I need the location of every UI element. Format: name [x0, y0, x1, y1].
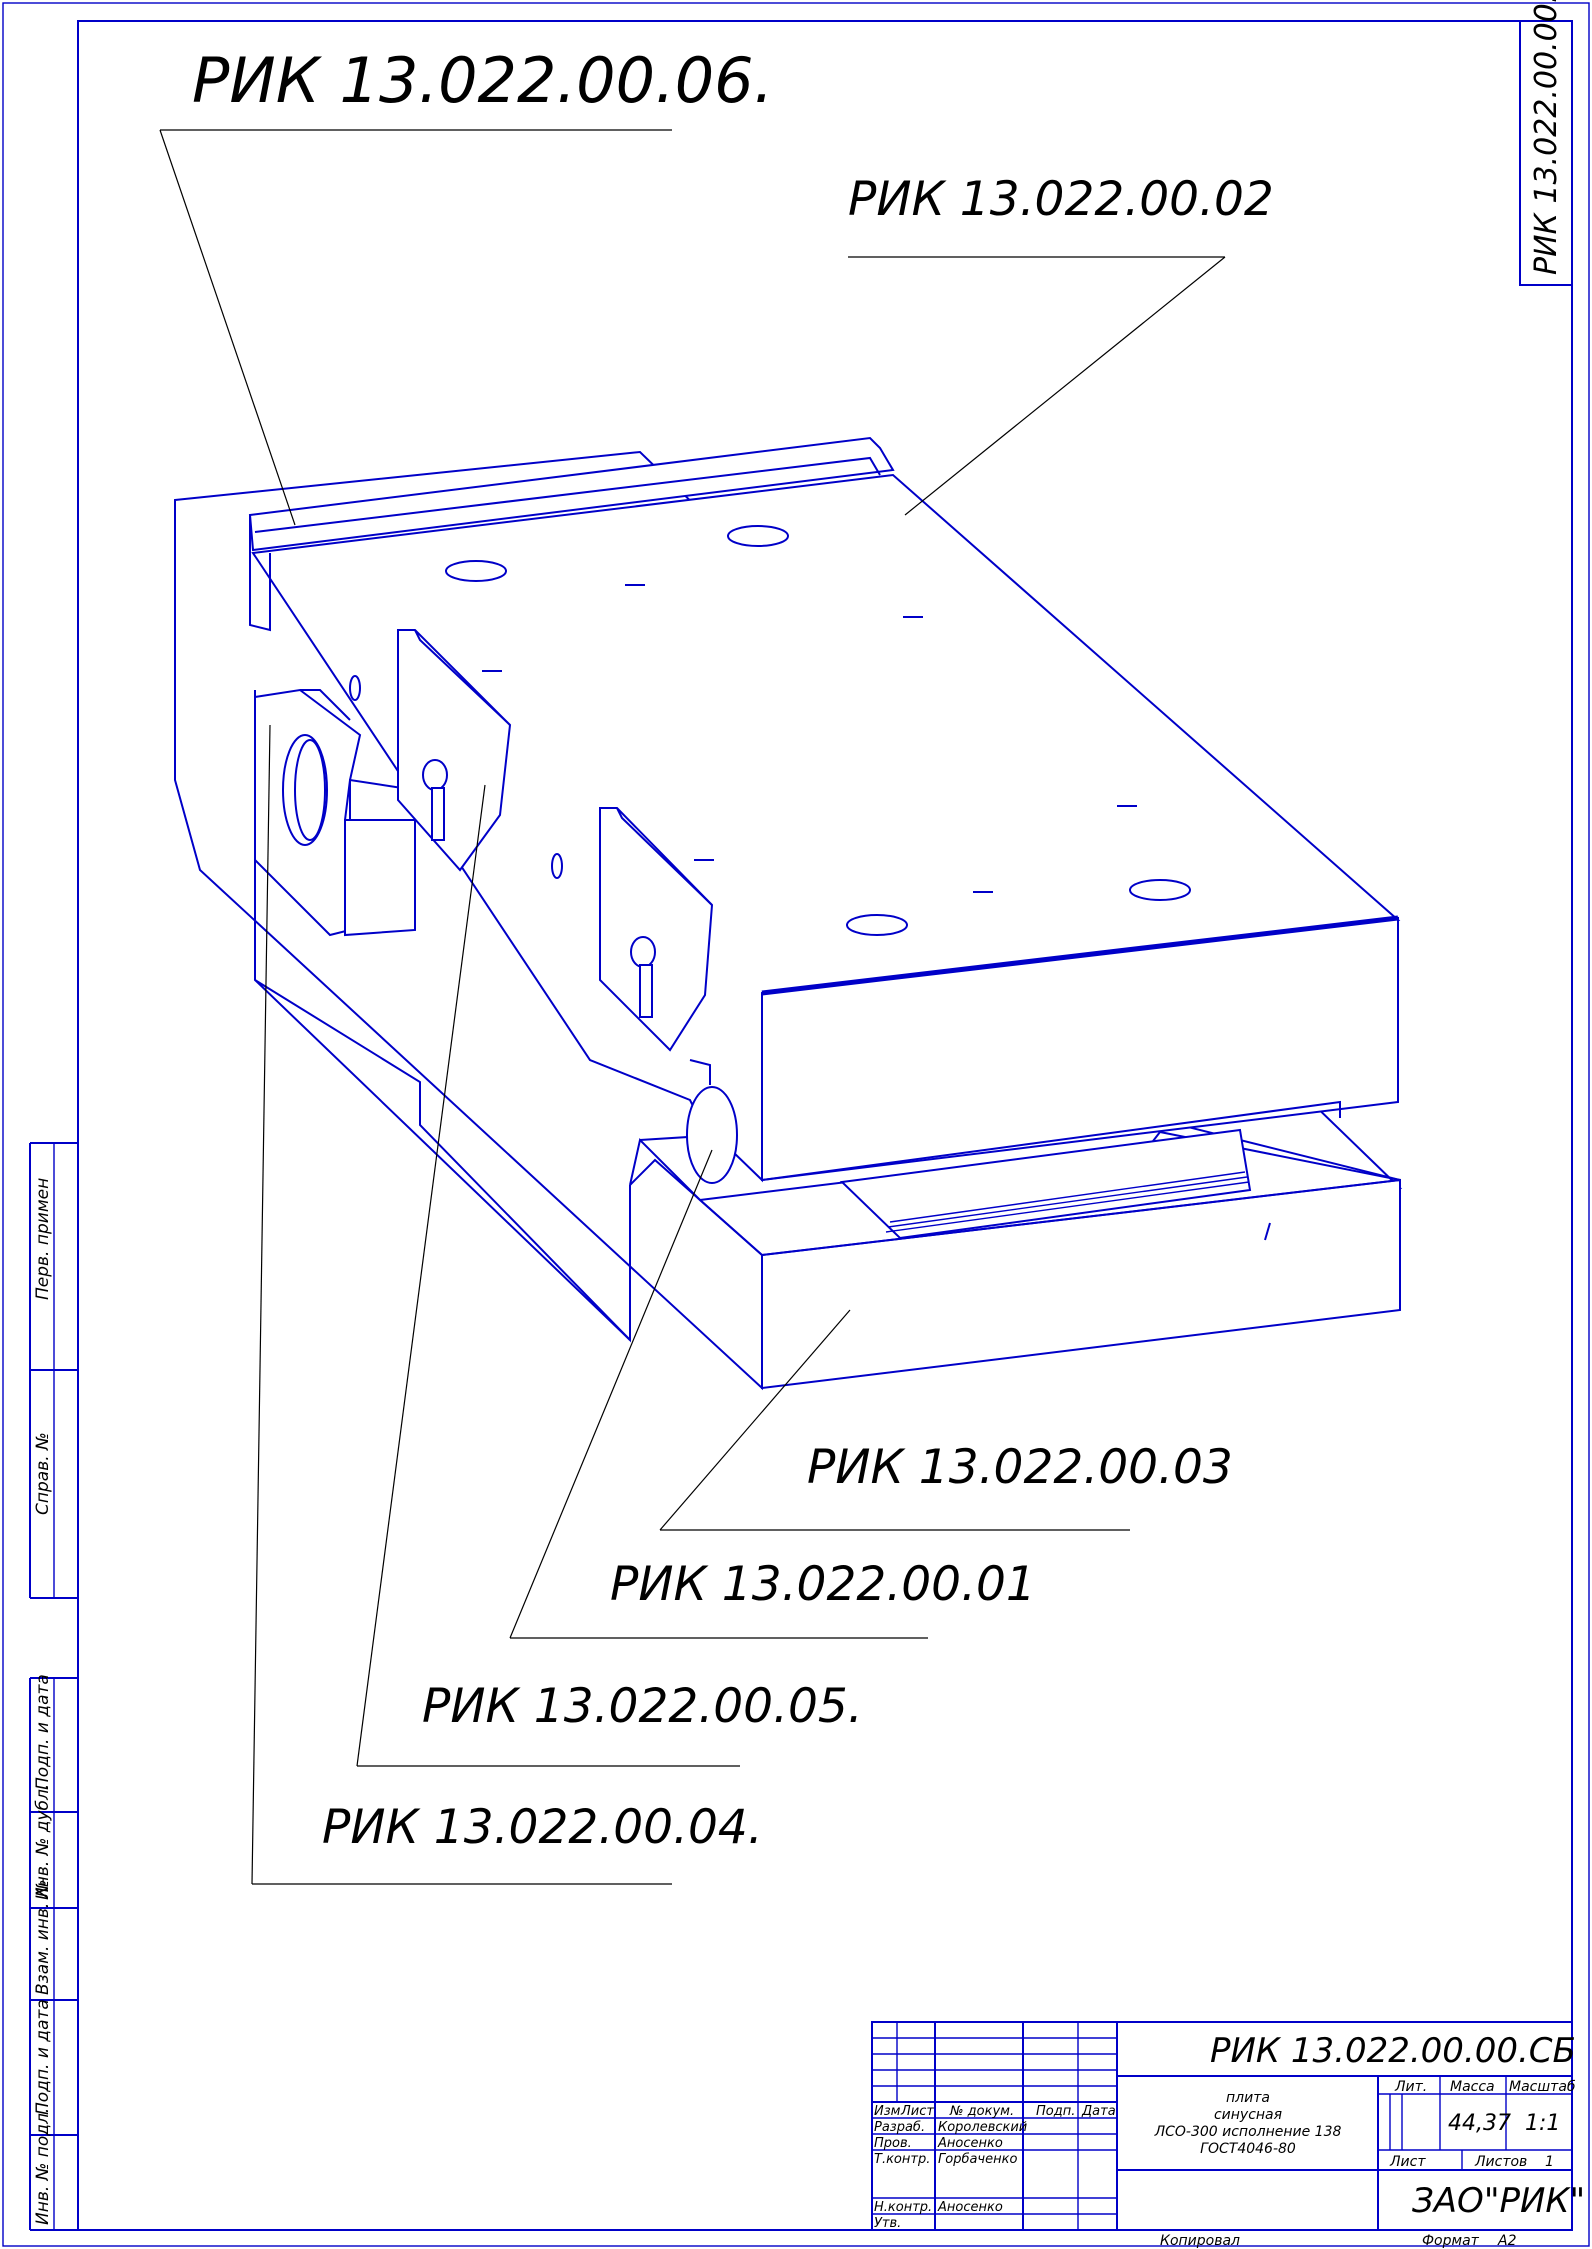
- gauge-blocks: [839, 1128, 1252, 1240]
- footer-format-value: А2: [1497, 2233, 1517, 2249]
- tb-listov-label: Листов: [1474, 2154, 1527, 2170]
- callout-05: РИК 13.022.00.05.: [422, 1679, 863, 1734]
- margin-inv-podl: Инв. № подл.: [33, 2108, 53, 2225]
- tb-massa-label: Масса: [1450, 2079, 1495, 2095]
- margin-perv-primen: Перв. примен: [33, 1178, 53, 1300]
- callout-03: РИК 13.022.00.03: [807, 1440, 1233, 1495]
- tb-masshtab-label: Масштаб: [1509, 2079, 1576, 2095]
- callout-leaders: [159, 129, 1226, 1885]
- title-block: РИК 13.022.00.00.СБ Изм Лист № докум. По…: [871, 2021, 1585, 2231]
- tb-list-label: Лист: [1389, 2154, 1426, 2170]
- tb-name-line-2: синусная: [1214, 2107, 1282, 2123]
- margin-podp-data-1: Подп. и дата: [33, 1674, 53, 1790]
- tb-hdr-ndoc: № докум.: [949, 2104, 1014, 2119]
- margin-inv-dubl: Инв. № дубл.: [33, 1784, 53, 1900]
- footer-copied: Копировал: [1160, 2233, 1240, 2249]
- margin-vzam-inv: Взам. инв. №: [33, 1880, 53, 1995]
- callout-02: РИК 13.022.00.02: [848, 172, 1274, 227]
- footer-format-label: Формат: [1422, 2233, 1480, 2249]
- top-stamp: РИК 13.022.00.00.СБ: [1519, 0, 1573, 286]
- tb-company: ЗАО"РИК": [1412, 2181, 1585, 2221]
- top-stamp-code: РИК 13.022.00.00.СБ: [1529, 0, 1564, 275]
- tb-role-razrab: Разраб.: [874, 2120, 925, 2135]
- callout-06: РИК 13.022.00.06.: [192, 44, 773, 117]
- tb-hdr-data: Дата: [1081, 2104, 1116, 2119]
- tb-name-prov: Аносенко: [937, 2136, 1003, 2151]
- tb-doc-code: РИК 13.022.00.00.СБ: [1210, 2031, 1576, 2071]
- tb-lit-label: Лит.: [1394, 2079, 1427, 2095]
- top-plate: [248, 436, 1401, 1184]
- tb-listov-value: 1: [1545, 2154, 1554, 2170]
- clamp-2: [599, 807, 714, 1052]
- tb-name-line-4: ГОСТ4046-80: [1200, 2141, 1296, 2157]
- callout-04: РИК 13.022.00.04.: [322, 1800, 763, 1855]
- tb-massa-value: 44,37: [1448, 2111, 1511, 2136]
- margin-podp-data-2: Подп. и дата: [33, 1999, 53, 2115]
- margin-sprav-no: Справ. №: [33, 1432, 53, 1515]
- inner-frame: [77, 20, 1573, 2231]
- hole: [1129, 879, 1191, 901]
- left-margin-table: Перв. примен Справ. № Подп. и дата Инв. …: [29, 1142, 78, 2231]
- tb-name-line-3: ЛСО-300 исполнение 138: [1154, 2124, 1342, 2140]
- hole: [445, 560, 507, 582]
- tb-hdr-izm: Изм: [874, 2104, 901, 2119]
- tb-hdr-podp: Подп.: [1036, 2104, 1075, 2119]
- tb-role-utv: Утв.: [874, 2216, 901, 2231]
- hinge-block: [254, 688, 416, 937]
- tb-role-prov: Пров.: [874, 2136, 912, 2151]
- hole: [727, 525, 789, 547]
- tb-role-nkontr: Н.контр.: [874, 2200, 932, 2215]
- tb-name-razrab: Королевский: [938, 2120, 1027, 2135]
- callout-01: РИК 13.022.00.01: [610, 1557, 1036, 1612]
- hole: [846, 914, 908, 936]
- tb-name-nkontr: Аносенко: [937, 2200, 1003, 2215]
- tb-name-tkontr: Горбаченко: [938, 2152, 1017, 2167]
- sine-plate-drawing: [174, 436, 1403, 1391]
- tb-masshtab-value: 1:1: [1525, 2111, 1560, 2136]
- tb-hdr-list: Лист: [900, 2104, 934, 2119]
- tb-name-line-1: плита: [1226, 2090, 1270, 2106]
- tb-role-tkontr: Т.контр.: [874, 2152, 930, 2167]
